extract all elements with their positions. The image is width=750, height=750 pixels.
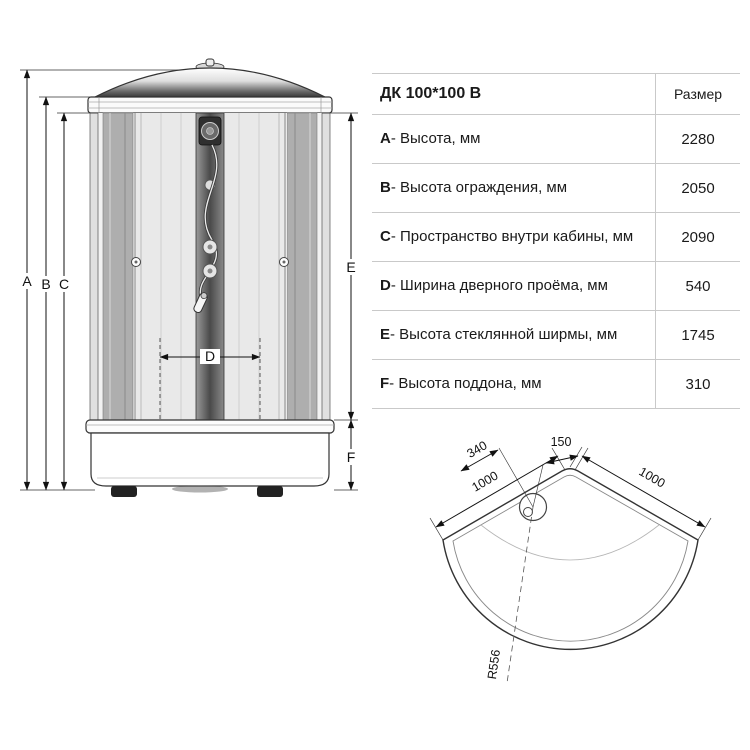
body-jet-top <box>202 239 218 255</box>
row-label: C - Пространство внутри кабины, мм <box>380 228 634 246</box>
dimensions-table: ДК 100*100 В Размер A - Высота, мм 2280 … <box>372 73 740 409</box>
shower-head <box>198 116 222 146</box>
dim-label-e: E <box>346 259 355 275</box>
dim-label-d: D <box>205 348 215 364</box>
row-label: E - Высота стеклянной ширмы, мм <box>380 326 618 344</box>
front-view-diagram: A B C D E F <box>19 58 359 497</box>
side-glass-left <box>102 112 134 421</box>
tray-foot-right <box>257 486 283 497</box>
shower-tray <box>85 419 335 497</box>
dim-label-f: F <box>347 449 356 465</box>
table-row: B - Высота ограждения, мм 2050 <box>372 164 740 213</box>
tray-floor-step <box>480 524 660 561</box>
row-label: F - Высота поддона, мм <box>380 375 542 393</box>
row-value: 2090 <box>655 213 740 261</box>
cabin-front-drawing <box>85 58 335 497</box>
row-value: 310 <box>655 360 740 408</box>
tray-outline <box>442 468 699 650</box>
row-value: 2050 <box>655 164 740 212</box>
dome-roof <box>94 67 326 98</box>
row-letter: B <box>380 179 391 197</box>
table-row: A - Высота, мм 2280 <box>372 115 740 164</box>
tray-rim <box>85 419 335 434</box>
row-value: 1745 <box>655 311 740 359</box>
witness-lines <box>20 69 358 491</box>
frame-left <box>89 112 99 421</box>
door-handle-left <box>131 257 141 267</box>
row-value: 540 <box>655 262 740 310</box>
table-row: F - Высота поддона, мм 310 <box>372 360 740 409</box>
body-jet-bottom <box>202 263 218 279</box>
table-row: D - Ширина дверного проёма, мм 540 <box>372 262 740 311</box>
dim-1000-right: 1000 <box>636 465 667 491</box>
dim-r556: R556 <box>485 649 503 681</box>
sliding-doors <box>134 113 287 420</box>
table-size-header: Размер <box>655 74 740 114</box>
row-letter: E <box>380 326 391 344</box>
shower-column <box>193 112 225 421</box>
row-value: 2280 <box>655 115 740 163</box>
tray-foot-left <box>111 486 137 497</box>
row-label: A - Высота, мм <box>380 130 481 148</box>
dim-1000-left: 1000 <box>469 468 500 494</box>
dimension-labels: A B C D E F <box>19 259 359 465</box>
row-label: D - Ширина дверного проёма, мм <box>380 277 608 295</box>
top-dimension-lines <box>435 449 706 528</box>
row-letter: C <box>380 228 391 246</box>
dim-label-a: A <box>22 273 32 289</box>
row-letter: F <box>380 375 390 393</box>
table-row: E - Высота стеклянной ширмы, мм 1745 <box>372 311 740 360</box>
row-letter: A <box>380 130 391 148</box>
row-letter: D <box>380 277 391 295</box>
tray-body <box>90 432 330 487</box>
dim-150: 150 <box>551 435 572 449</box>
table-row: C - Пространство внутри кабины, мм 2090 <box>372 213 740 262</box>
dim-label-c: C <box>59 276 69 292</box>
top-view-diagram: 1000 1000 340 150 R556 <box>429 435 712 684</box>
table-title: ДК 100*100 В <box>380 84 482 102</box>
door-handle-right <box>279 257 289 267</box>
tray-inner-rim <box>452 474 689 642</box>
hand-shower <box>193 292 208 314</box>
table-header-row: ДК 100*100 В Размер <box>372 73 740 115</box>
dim-label-b: B <box>41 276 50 292</box>
side-glass-right <box>286 112 318 421</box>
roof-frame <box>87 96 333 114</box>
row-label: B - Высота ограждения, мм <box>380 179 568 197</box>
frame-right <box>321 112 331 421</box>
